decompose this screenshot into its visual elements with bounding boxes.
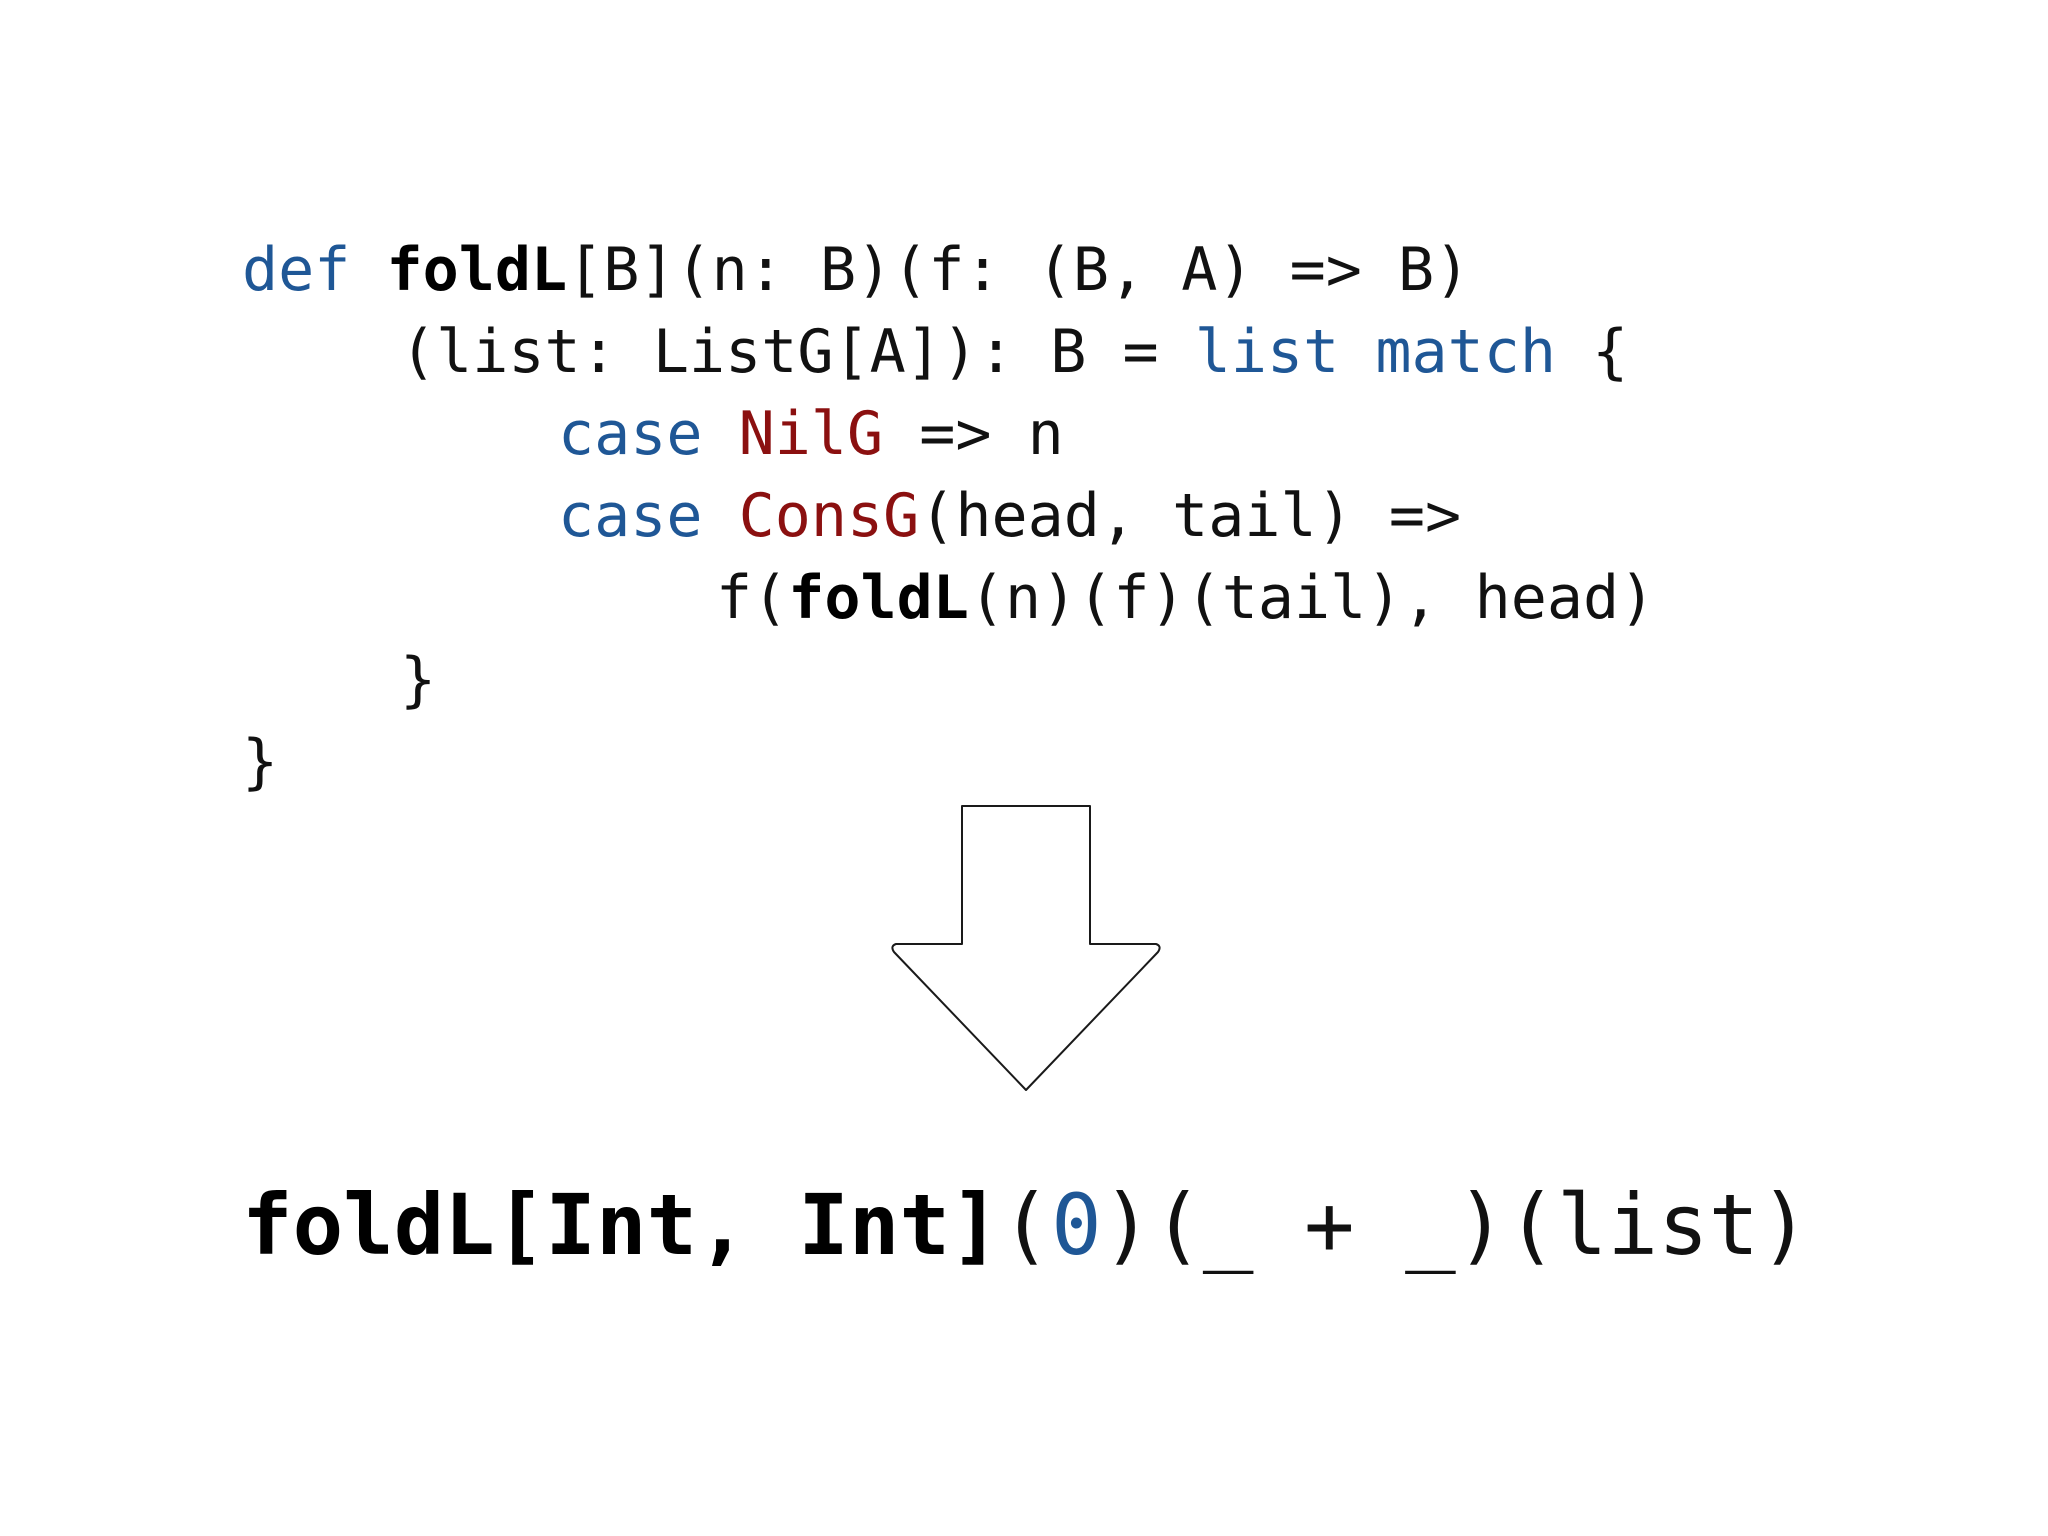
case-nil-result: => n [919,399,1064,469]
specialized-call-line: foldL[Int, Int](0)(_ + _)(list) [242,1170,1810,1280]
open-paren: ( [1000,1176,1052,1274]
code-line-3: case NilG => n [558,392,1064,476]
close-brace: } [400,645,437,715]
recursive-call-args: (n)(f)(tail), head) [968,563,1656,633]
keyword-list: list [1194,317,1340,387]
code-line-7: } [242,720,278,804]
open-brace: { [1592,317,1629,387]
zero-literal: 0 [1051,1176,1102,1274]
specialized-function-name: foldL[Int, Int] [242,1176,1001,1274]
function-name-foldl: foldL [788,563,969,633]
constructor-nilg: NilG [738,399,884,469]
code-line-5: f(foldL(n)(f)(tail), head) [716,556,1655,640]
code-line-2: (list: ListG[A]): B = list match { [400,310,1628,394]
code-line-4: case ConsG(head, tail) => [558,474,1461,558]
case-cons-pattern: (head, tail) => [919,481,1462,551]
scala-code-block: def foldL[B](n: B)(f: (B, A) => B) (list… [242,228,1655,804]
list-param: (list: ListG[A]): B = [400,317,1195,387]
function-name-foldl: foldL [386,235,568,305]
keyword-case: case [558,481,703,551]
code-line-6: } [400,638,436,722]
keyword-def: def [242,235,351,305]
call-prefix: f( [716,563,789,633]
close-brace: } [242,727,279,797]
keyword-case: case [558,399,703,469]
keyword-match: match [1375,317,1556,387]
signature-params: [B](n: B)(f: (B, A) => B) [567,235,1471,305]
down-arrow-outline-icon [891,805,1161,1091]
call-args: )(_ + _)(list) [1101,1176,1810,1274]
code-line-1: def foldL[B](n: B)(f: (B, A) => B) [242,228,1470,312]
constructor-consg: ConsG [738,481,920,551]
